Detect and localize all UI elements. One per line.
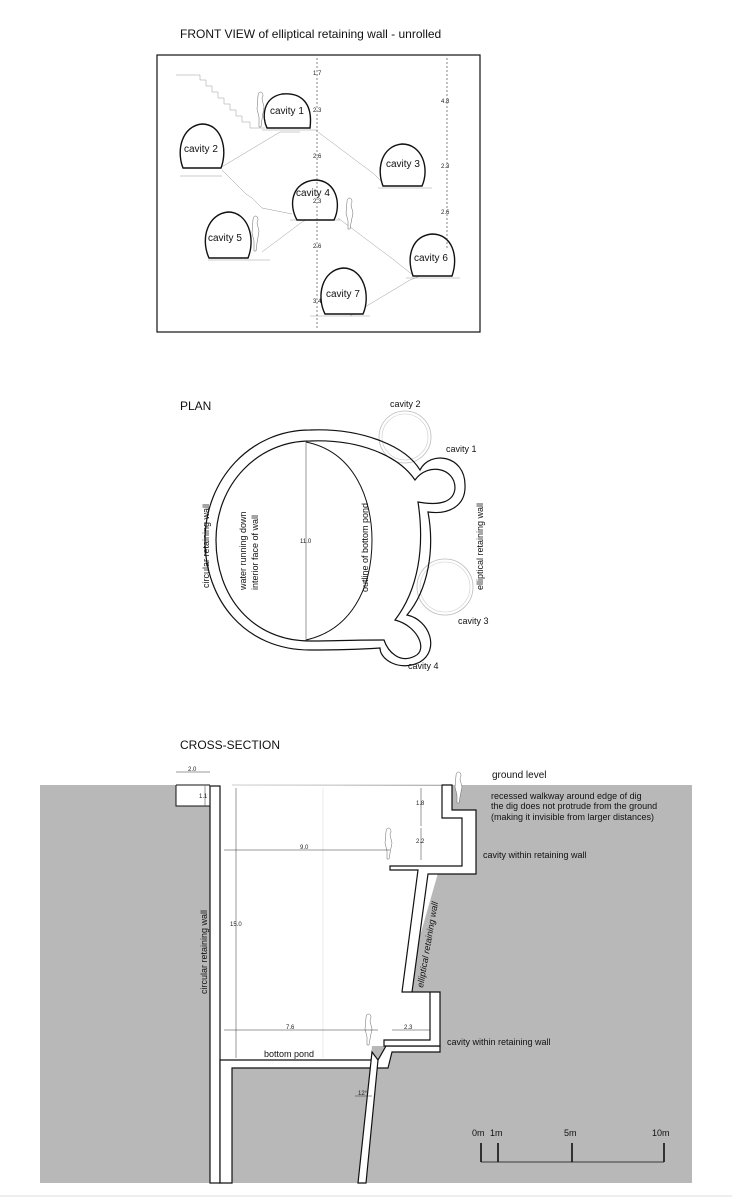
cs-dim-2-2: 2.2 xyxy=(416,839,425,845)
cavities: cavity 1 cavity 2 cavity 3 cavity 4 cavi… xyxy=(179,93,456,315)
plan-cavity-3-outline xyxy=(416,558,474,616)
cross-section-view: CROSS-SECTION 2.0 1.1 1.8 2.2 xyxy=(40,738,692,1184)
cs-figure-top xyxy=(454,771,463,804)
cavity-7-label: cavity 7 xyxy=(326,289,360,300)
cs-dim-2-3: 2.3 xyxy=(404,1025,413,1031)
cs-dim-7-6: 7.6 xyxy=(286,1025,295,1031)
dim-2-3-b: 2.3 xyxy=(313,199,322,205)
plan-cavity-1-label: cavity 1 xyxy=(446,444,477,454)
human-figures xyxy=(251,91,354,252)
plan-title: PLAN xyxy=(180,399,211,413)
plan-water-label-1: water running down xyxy=(238,511,248,591)
cs-elliptical-wall xyxy=(383,784,477,1047)
dim-2-3-a: 2.3 xyxy=(313,108,322,114)
cs-bottom-pond-label: bottom pond xyxy=(264,1049,314,1059)
cavity-2-shape xyxy=(179,123,225,169)
plan-cavity-4-label: cavity 4 xyxy=(408,661,439,671)
cs-dim-angle: 12° xyxy=(358,1091,368,1097)
dim-2-6-b: 2.6 xyxy=(313,244,322,250)
cs-dim-15-0: 15.0 xyxy=(230,922,242,928)
cs-figure-mid xyxy=(384,827,393,860)
scale-1m: 1m xyxy=(490,1128,503,1138)
cavity-3-label: cavity 3 xyxy=(386,159,420,170)
plan-cavity-2-outline xyxy=(378,410,432,464)
plan-view: PLAN circular retaining wall water runni… xyxy=(180,399,489,671)
cavity-7-shape xyxy=(320,267,367,315)
cs-dim-9-0: 9.0 xyxy=(300,845,309,851)
dim-2-6-c: 2.6 xyxy=(441,210,450,216)
scale-10m: 10m xyxy=(652,1128,670,1138)
cs-ground-level-label: ground level xyxy=(492,770,546,781)
cs-pond-slab xyxy=(219,1045,441,1184)
plan-circular-wall-label: circular retaining wall xyxy=(201,504,211,588)
center-dimensions: 1.7 2.3 2.6 2.3 2.6 3.4 xyxy=(313,58,322,330)
cs-dim-2-0: 2.0 xyxy=(188,767,197,773)
cavity-5-shape xyxy=(204,211,252,259)
cs-walkway-label-3: (making it invisible from larger distanc… xyxy=(491,812,654,822)
cs-dim-1-8: 1.8 xyxy=(416,801,425,807)
dim-1-7: 1.7 xyxy=(313,71,322,77)
cavity-1-shape xyxy=(263,93,312,129)
ground-left xyxy=(40,785,442,1183)
cs-walkway-label-2: the dig does not protrude from the groun… xyxy=(491,801,657,811)
dim-2-6-a: 2.6 xyxy=(313,154,322,160)
cavity-4-label: cavity 4 xyxy=(296,188,330,199)
plan-inner-wall xyxy=(215,440,456,660)
cavity-6-label: cavity 6 xyxy=(414,253,448,264)
cs-cavity-lower-label: cavity within retaining wall xyxy=(447,1037,551,1047)
cavity-3-shape xyxy=(379,143,426,187)
cavity-2-label: cavity 2 xyxy=(184,144,218,155)
dim-4-8: 4.8 xyxy=(441,99,450,105)
plan-water-label-2: interior face of wall xyxy=(250,515,260,590)
cavity-1-label: cavity 1 xyxy=(270,106,304,117)
cs-walkway-label-1: recessed walkway around edge of dig xyxy=(491,791,642,801)
plan-outer-wall xyxy=(204,429,466,667)
cs-wall-footing xyxy=(357,1050,379,1184)
cavity-5-label: cavity 5 xyxy=(208,233,242,244)
cross-section-title: CROSS-SECTION xyxy=(180,738,280,752)
plan-elliptical-wall-label: elliptical retaining wall xyxy=(475,503,485,590)
scale-bar: 0m 1m 5m 10m xyxy=(472,1128,670,1163)
scale-0m: 0m xyxy=(472,1128,485,1138)
plan-cavity-3-label: cavity 3 xyxy=(458,616,489,626)
cs-circular-wall xyxy=(209,785,221,1184)
cs-circular-wall-label: circular retaining wall xyxy=(199,910,209,994)
cavity-6-shape xyxy=(409,233,456,277)
front-view: FRONT VIEW of elliptical retaining wall … xyxy=(156,27,481,333)
plan-cavity-2-label: cavity 2 xyxy=(390,399,421,409)
cs-cavity-upper-label: cavity within retaining wall xyxy=(483,850,587,860)
front-view-title: FRONT VIEW of elliptical retaining wall … xyxy=(180,27,441,41)
dim-2-3-c: 2.3 xyxy=(441,164,450,170)
right-dimensions: 4.8 2.3 2.6 xyxy=(441,58,450,250)
cs-figure-bottom xyxy=(364,1013,373,1046)
plan-pond-label: outline of bottom pond xyxy=(360,503,370,592)
cs-dim-1-1: 1.1 xyxy=(199,794,208,800)
plan-diameter-label: 11.0 xyxy=(300,539,312,545)
scale-5m: 5m xyxy=(564,1128,577,1138)
cavity-4-shape xyxy=(291,179,339,221)
pond-outline xyxy=(305,441,373,641)
dim-3-4: 3.4 xyxy=(313,299,322,305)
